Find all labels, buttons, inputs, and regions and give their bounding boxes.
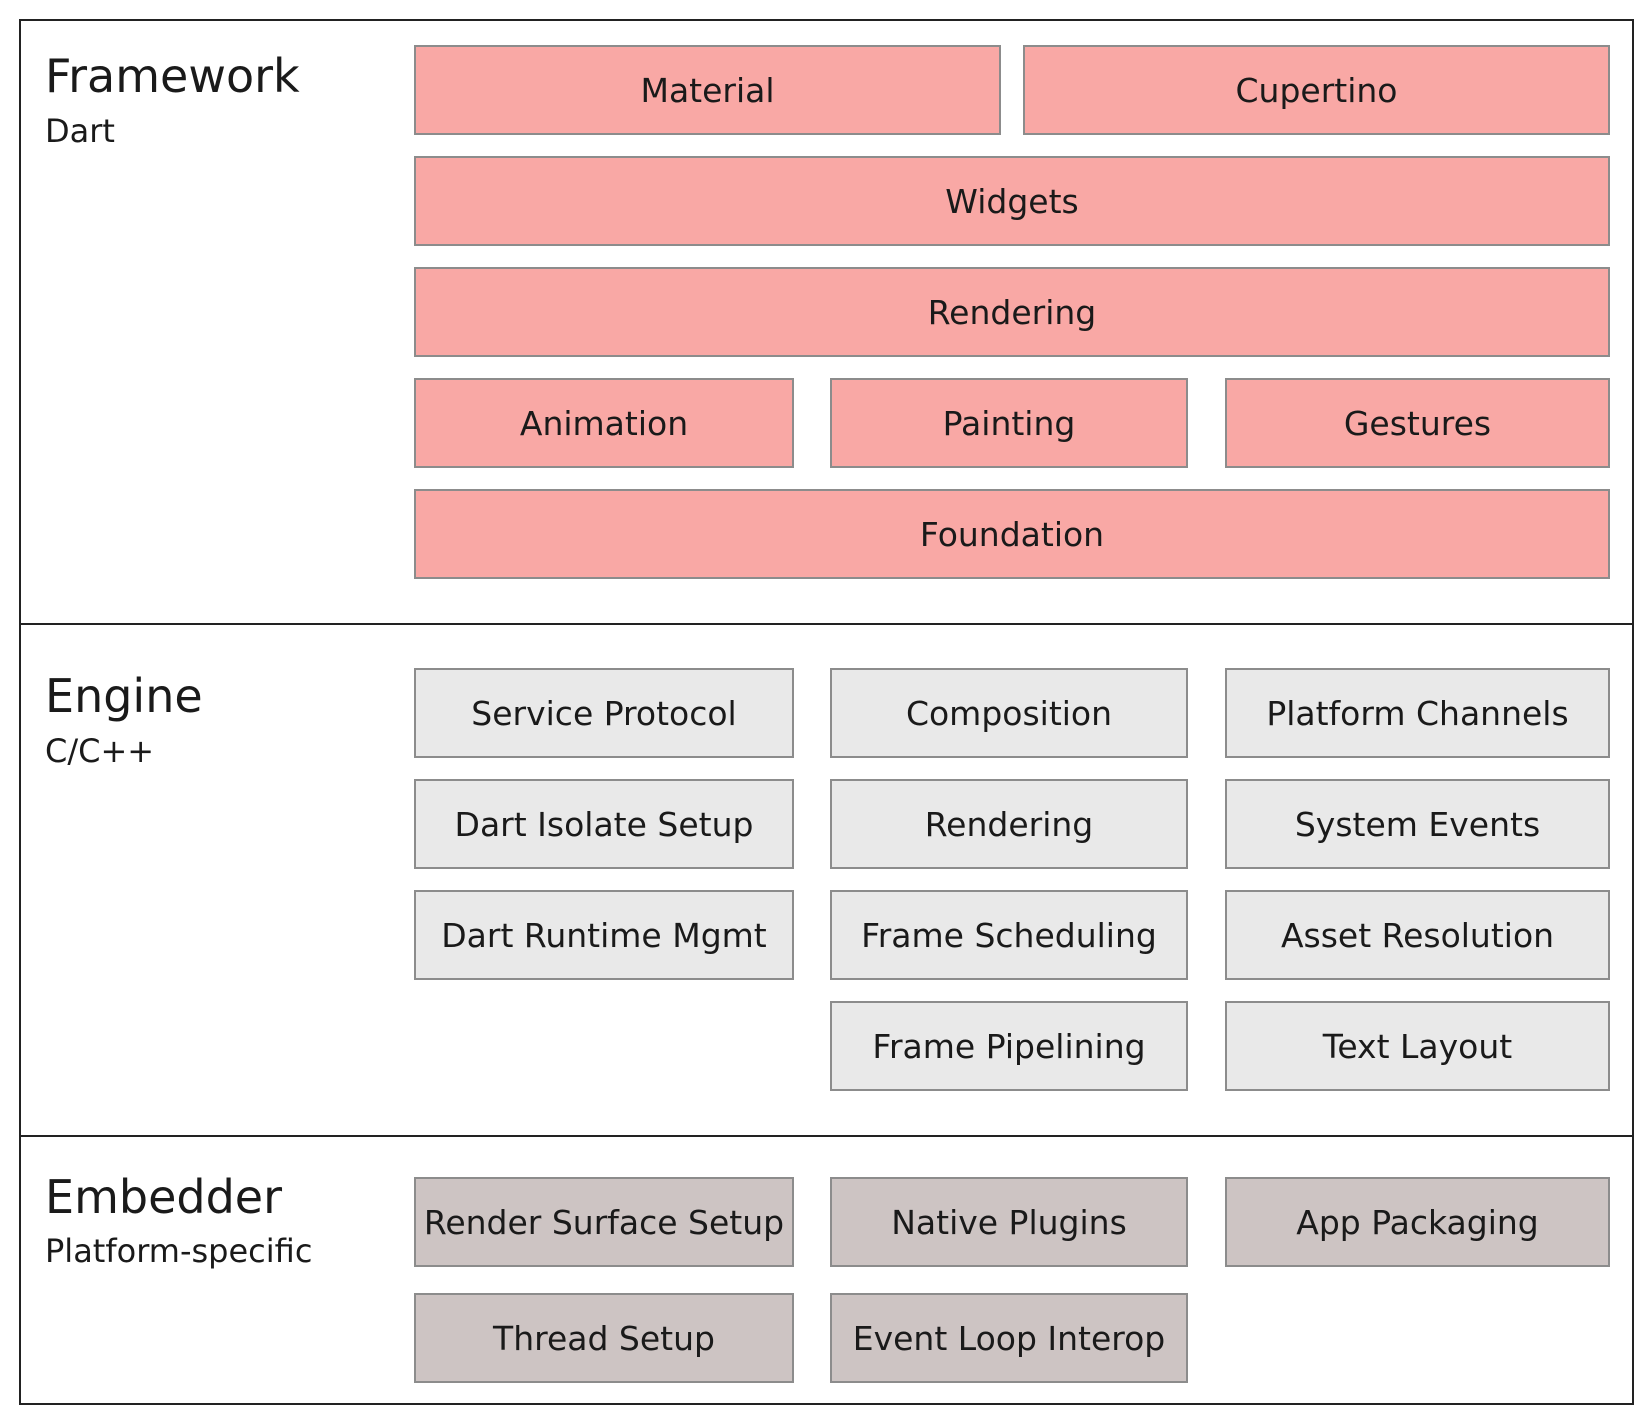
framework-box-foundation: Foundation: [414, 489, 1610, 579]
embedder-box-thread-setup: Thread Setup: [414, 1293, 794, 1383]
embedder-box-native-plugins: Native Plugins: [830, 1177, 1188, 1267]
embedder-layer: Embedder Platform-specific Render Surfac…: [21, 1137, 1632, 1403]
engine-box-rendering: Rendering: [830, 779, 1188, 869]
framework-box-painting: Painting: [830, 378, 1188, 468]
engine-box-dart-isolate-setup: Dart Isolate Setup: [414, 779, 794, 869]
engine-box-frame-scheduling: Frame Scheduling: [830, 890, 1188, 980]
framework-layer-title: Framework: [45, 49, 300, 103]
embedder-layer-title: Embedder: [45, 1170, 282, 1224]
framework-box-rendering: Rendering: [414, 267, 1610, 357]
framework-box-gestures: Gestures: [1225, 378, 1610, 468]
engine-box-service-protocol: Service Protocol: [414, 668, 794, 758]
framework-box-material: Material: [414, 45, 1001, 135]
embedder-box-render-surface-setup: Render Surface Setup: [414, 1177, 794, 1267]
embedder-box-event-loop-interop: Event Loop Interop: [830, 1293, 1188, 1383]
embedder-box-app-packaging: App Packaging: [1225, 1177, 1610, 1267]
engine-box-composition: Composition: [830, 668, 1188, 758]
framework-box-widgets: Widgets: [414, 156, 1610, 246]
engine-layer-title: Engine: [45, 669, 203, 723]
framework-box-animation: Animation: [414, 378, 794, 468]
engine-layer-subtitle: C/C++: [45, 732, 155, 770]
embedder-layer-subtitle: Platform-specific: [45, 1232, 313, 1270]
engine-box-asset-resolution: Asset Resolution: [1225, 890, 1610, 980]
framework-box-cupertino: Cupertino: [1023, 45, 1610, 135]
framework-layer-subtitle: Dart: [45, 112, 115, 150]
engine-box-frame-pipelining: Frame Pipelining: [830, 1001, 1188, 1091]
engine-box-platform-channels: Platform Channels: [1225, 668, 1610, 758]
architecture-diagram: Framework Dart Material Cupertino Widget…: [19, 19, 1634, 1405]
engine-box-text-layout: Text Layout: [1225, 1001, 1610, 1091]
engine-box-dart-runtime-mgmt: Dart Runtime Mgmt: [414, 890, 794, 980]
engine-box-system-events: System Events: [1225, 779, 1610, 869]
engine-layer: Engine C/C++ Service Protocol Dart Isola…: [21, 625, 1632, 1137]
framework-layer: Framework Dart Material Cupertino Widget…: [21, 21, 1632, 625]
